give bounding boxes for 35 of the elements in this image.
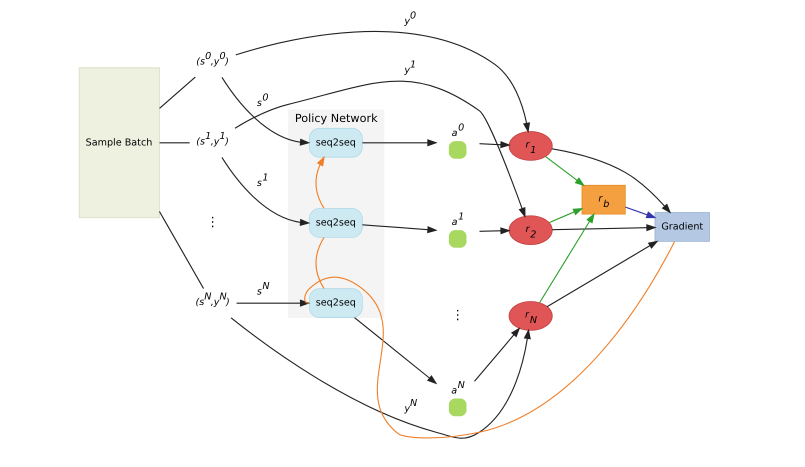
arrow <box>230 317 530 439</box>
arrow <box>538 212 594 303</box>
label: ⋮ <box>206 215 219 230</box>
arrow <box>235 30 530 133</box>
arrow <box>548 208 583 223</box>
connector <box>159 142 190 144</box>
node-box: seq2seq <box>308 128 362 158</box>
arrow <box>314 156 324 209</box>
node-circle <box>448 141 466 159</box>
label: ⋮ <box>450 308 464 324</box>
connector <box>304 241 674 438</box>
arrow <box>479 227 510 234</box>
arrow <box>362 224 438 234</box>
arrow <box>552 224 656 232</box>
arrow <box>220 157 310 226</box>
arrow <box>478 141 510 148</box>
node-box: seq2seq <box>308 208 362 238</box>
arrow <box>354 317 437 384</box>
arrow <box>544 156 584 186</box>
arrow <box>220 76 310 146</box>
node-box: seq2seq <box>308 288 362 318</box>
node-circle <box>448 398 466 416</box>
arrow <box>234 80 525 218</box>
arrow <box>474 327 520 382</box>
node-box: Gradient <box>654 212 710 242</box>
arrow <box>624 206 656 218</box>
connector <box>158 76 196 109</box>
arrow <box>236 300 310 307</box>
arrow <box>546 240 658 308</box>
node-box: Sample Batch <box>78 67 160 218</box>
connector <box>158 211 204 289</box>
node-circle <box>448 230 466 248</box>
arrow <box>362 139 438 146</box>
connector <box>314 237 324 289</box>
arrow <box>551 148 671 214</box>
